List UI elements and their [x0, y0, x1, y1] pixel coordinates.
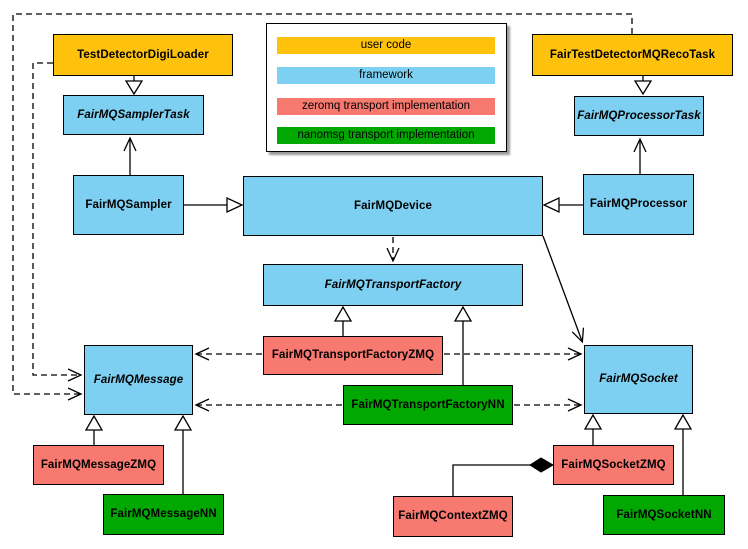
- legend-item-zeromq: zeromq transport implementation: [277, 98, 495, 115]
- node-fairtestdetectormqrecotask: FairTestDetectorMQRecoTask: [532, 34, 733, 76]
- inheritance-triangle-factorynn: [453, 305, 473, 322]
- node-fairmqsocketzmq: FairMQSocketZMQ: [553, 445, 674, 485]
- node-fairmqsamplertask: FairMQSamplerTask: [63, 95, 204, 135]
- node-fairmqsocket: FairMQSocket: [584, 345, 693, 414]
- edge-recotask-message-dependency: [12, 13, 633, 401]
- inheritance-triangle-sampler: [226, 196, 244, 214]
- node-fairmqprocessortask: FairMQProcessorTask: [574, 96, 704, 136]
- edge-digiloader-message-dependency: [32, 62, 83, 382]
- node-fairmqtransportfactory: FairMQTransportFactory: [263, 264, 523, 306]
- edge-contextzmq-socketzmq-line: [452, 464, 531, 496]
- node-fairmqprocessor: FairMQProcessor: [583, 174, 694, 235]
- node-fairmqsocketnn: FairMQSocketNN: [603, 495, 725, 535]
- inheritance-triangle-messagezmq: [84, 414, 104, 431]
- node-fairmqtransportfactorynn: FairMQTransportFactoryNN: [343, 385, 513, 425]
- inheritance-triangle-factoryzmq: [333, 305, 353, 322]
- inheritance-triangle-processor: [542, 196, 560, 214]
- inheritance-triangle-digiloader: [124, 80, 144, 96]
- legend-item-nanomsg: nanomsg transport implementation: [277, 127, 495, 144]
- inheritance-triangle-socketnn: [673, 413, 693, 430]
- node-fairmqdevice: FairMQDevice: [243, 176, 543, 236]
- node-fairmqtransportfactoryzmq: FairMQTransportFactoryZMQ: [263, 336, 443, 375]
- node-fairmqmessagezmq: FairMQMessageZMQ: [33, 445, 164, 485]
- legend-item-user-code: user code: [277, 37, 495, 54]
- legend-box: user code framework zeromq transport imp…: [266, 23, 507, 152]
- node-fairmqsampler: FairMQSampler: [73, 175, 184, 235]
- edge-device-socket-association: [542, 235, 585, 344]
- inheritance-triangle-socketzmq: [583, 413, 603, 430]
- legend-item-framework: framework: [277, 67, 495, 84]
- node-fairmqmessagenn: FairMQMessageNN: [103, 494, 224, 535]
- node-testdetectordigiloader: TestDetectorDigiLoader: [53, 34, 233, 76]
- composition-diamond-contextzmq: [529, 457, 554, 473]
- node-fairmqcontextzmq: FairMQContextZMQ: [393, 496, 513, 537]
- node-fairmqmessage: FairMQMessage: [84, 345, 193, 415]
- inheritance-triangle-recotask: [633, 80, 653, 96]
- inheritance-triangle-messagenn: [173, 414, 193, 431]
